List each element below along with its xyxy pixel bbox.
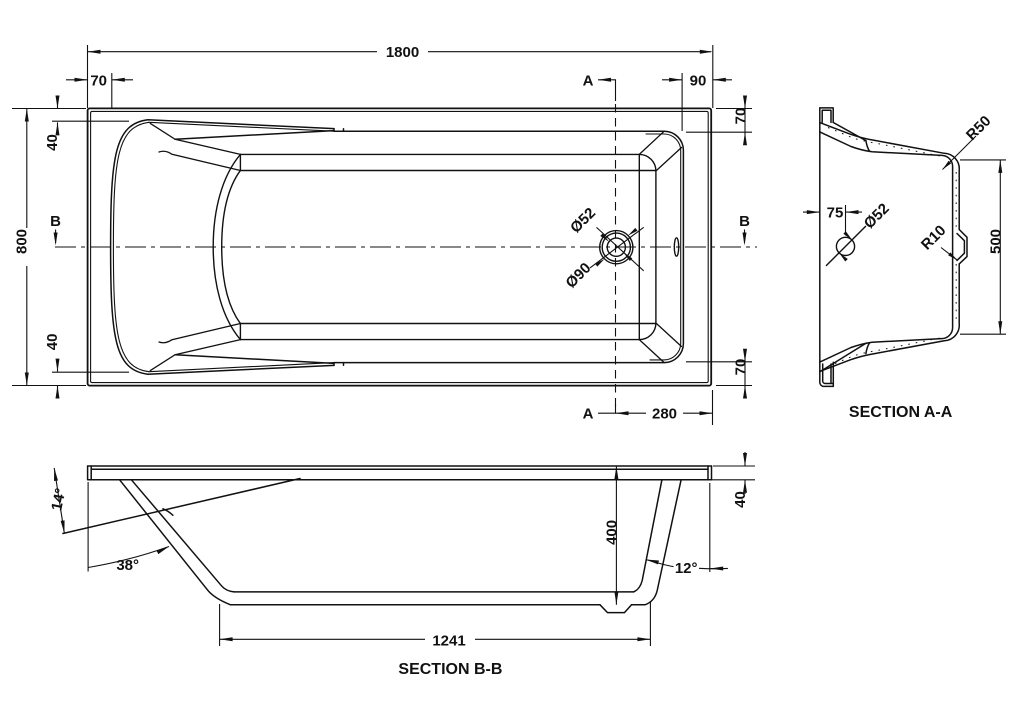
svg-text:70: 70 (732, 359, 749, 376)
svg-text:SECTION B-B: SECTION B-B (398, 661, 502, 678)
svg-text:B: B (739, 213, 750, 230)
svg-text:400: 400 (603, 520, 620, 545)
svg-text:14°: 14° (48, 487, 69, 513)
svg-text:A: A (583, 73, 594, 90)
svg-text:1241: 1241 (432, 632, 465, 649)
svg-text:40: 40 (732, 491, 749, 508)
svg-text:500: 500 (987, 229, 1004, 254)
svg-text:SECTION A-A: SECTION A-A (849, 404, 953, 421)
svg-text:90: 90 (690, 73, 707, 90)
svg-text:280: 280 (652, 406, 677, 423)
svg-text:B: B (50, 213, 61, 230)
svg-text:70: 70 (732, 108, 749, 125)
svg-text:40: 40 (44, 134, 61, 151)
svg-text:12°: 12° (675, 560, 698, 577)
svg-text:800: 800 (14, 229, 31, 254)
svg-text:1800: 1800 (386, 44, 419, 61)
svg-text:38°: 38° (116, 557, 139, 574)
svg-text:40: 40 (44, 334, 61, 351)
svg-text:75: 75 (827, 205, 844, 222)
svg-text:70: 70 (90, 73, 107, 90)
svg-text:A: A (583, 406, 594, 423)
